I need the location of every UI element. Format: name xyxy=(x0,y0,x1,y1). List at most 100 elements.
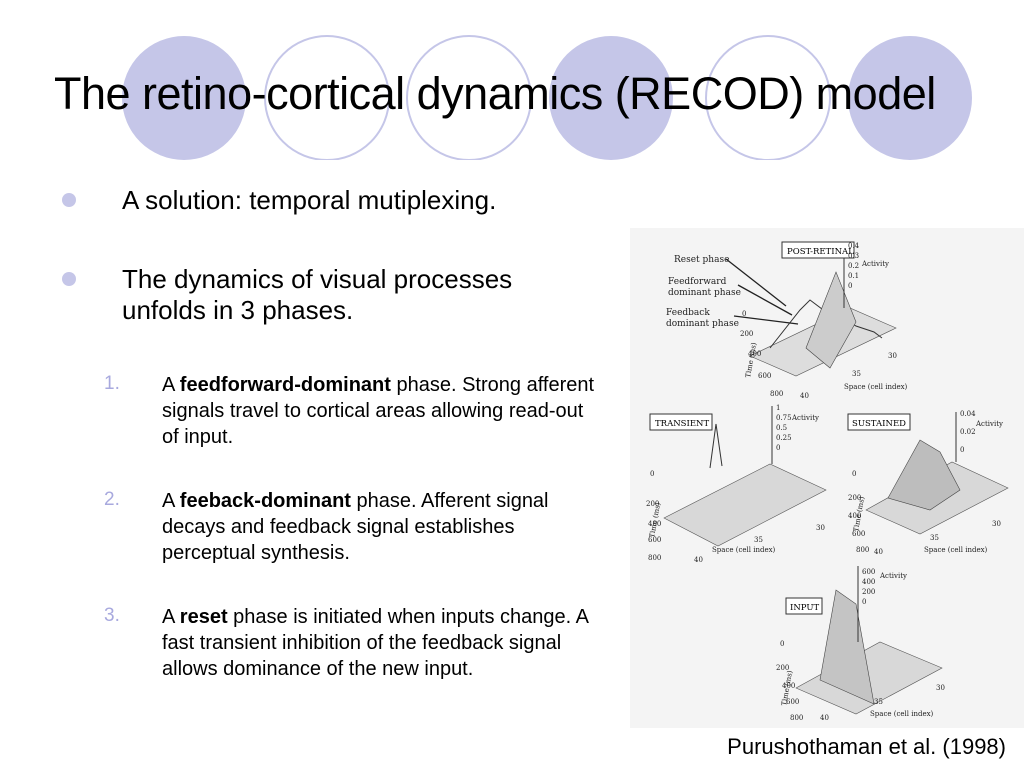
z-axis-label: Activity xyxy=(975,420,1003,428)
phase-number: 2. xyxy=(104,489,120,510)
annotation-text: dominant phase xyxy=(668,288,741,298)
annotation-arrow xyxy=(737,284,793,316)
recod-surface-figure: Reset phase Feedforward dominant phase F… xyxy=(630,228,1024,728)
phase-desc: phase. Strong afferent signals travel to… xyxy=(162,374,595,448)
t-tick: 400 xyxy=(648,520,661,528)
s-tick: 35 xyxy=(874,698,883,706)
panel-label: INPUT xyxy=(790,603,820,613)
z-tick: 600 xyxy=(862,568,875,576)
t-tick: 200 xyxy=(646,500,659,508)
annotation-text: Feedback xyxy=(666,308,710,318)
phase-item: A reset phase is initiated when inputs c… xyxy=(162,604,602,682)
phase-desc: phase is initiated when inputs change. A… xyxy=(162,606,588,680)
t-tick: 400 xyxy=(748,350,761,358)
z-tick: 0.1 xyxy=(848,272,859,280)
s-tick: 35 xyxy=(852,370,861,378)
annotation-text: dominant phase xyxy=(666,319,739,329)
t-tick: 800 xyxy=(648,554,661,562)
phase-desc: phase. Afferent signal decays and feedba… xyxy=(162,490,549,564)
t-tick: 800 xyxy=(790,714,803,722)
decorative-circles xyxy=(122,35,972,160)
s-tick: 40 xyxy=(874,548,883,556)
s-tick: 30 xyxy=(992,520,1001,528)
t-tick: 400 xyxy=(848,512,861,520)
t-tick: 800 xyxy=(770,390,783,398)
phase-term: feedforward-dominant xyxy=(179,374,391,396)
deco-circle xyxy=(406,35,532,160)
t-tick: 0 xyxy=(650,470,654,478)
s-tick: 30 xyxy=(816,524,825,532)
z-axis-label: Activity xyxy=(791,414,819,422)
s-axis-label: Space (cell index) xyxy=(870,710,934,718)
s-tick: 35 xyxy=(754,536,763,544)
bullet-dot xyxy=(62,272,76,286)
s-axis-label: Space (cell index) xyxy=(712,546,776,554)
bullet-text: A solution: temporal mutiplexing. xyxy=(122,185,497,215)
phase-item: A feeback-dominant phase. Afferent signa… xyxy=(162,488,602,566)
annotation-arrow xyxy=(733,315,799,325)
z-tick: 0.02 xyxy=(960,428,976,436)
phase-term: feeback-dominant xyxy=(179,490,351,512)
panel-transient: TRANSIENT 1 0.75 0.5 0.25 0 Activity 0 2… xyxy=(646,404,827,564)
z-tick: 0.75 xyxy=(776,414,792,422)
z-tick: 0.04 xyxy=(960,410,976,418)
phase-pre: A xyxy=(162,490,180,512)
bullet-text: The dynamics of visual processes unfolds… xyxy=(122,264,513,325)
s-tick: 40 xyxy=(820,714,829,722)
z-tick: 0 xyxy=(776,444,780,452)
s-axis-label: Space (cell index) xyxy=(924,546,988,554)
z-tick: 0 xyxy=(862,598,866,606)
annotation-arrow xyxy=(725,258,787,307)
t-tick: 600 xyxy=(786,698,799,706)
phase-pre: A xyxy=(162,374,180,396)
panel-label: TRANSIENT xyxy=(655,419,709,429)
phase-number: 1. xyxy=(104,373,120,394)
phase-number: 3. xyxy=(104,605,120,626)
bullet-dot xyxy=(62,193,76,207)
t-tick: 200 xyxy=(848,494,861,502)
deco-circle xyxy=(264,35,390,160)
panel-input: INPUT 600 400 200 0 Activity 0 200 400 6… xyxy=(776,566,945,722)
deco-circle xyxy=(122,36,246,160)
z-tick: 1 xyxy=(776,404,780,412)
panel-sustained: SUSTAINED 0.04 0.02 0 Activity 0 200 400… xyxy=(847,410,1009,556)
z-tick: 400 xyxy=(862,578,875,586)
slide-title: The retino-cortical dynamics (RECOD) mod… xyxy=(54,68,936,119)
phase-item: A feedforward-dominant phase. Strong aff… xyxy=(162,372,602,450)
z-axis-label: Activity xyxy=(879,572,907,580)
t-tick: 400 xyxy=(782,682,795,690)
phase-term: reset xyxy=(179,606,228,628)
z-tick: 0.4 xyxy=(848,242,860,250)
z-tick: 0.5 xyxy=(776,424,787,432)
t-tick: 0 xyxy=(742,310,746,318)
s-axis-label: Space (cell index) xyxy=(844,383,908,391)
s-tick: 35 xyxy=(930,534,939,542)
z-tick: 0.2 xyxy=(848,262,859,270)
t-tick: 800 xyxy=(856,546,869,554)
t-tick: 600 xyxy=(758,372,771,380)
deco-circle xyxy=(848,36,972,160)
s-tick: 30 xyxy=(936,684,945,692)
deco-circle xyxy=(705,35,831,160)
s-tick: 40 xyxy=(694,556,703,564)
t-tick: 200 xyxy=(776,664,789,672)
t-tick: 200 xyxy=(740,330,753,338)
z-tick: 0.3 xyxy=(848,252,859,260)
t-tick: 600 xyxy=(852,530,865,538)
panel-label: SUSTAINED xyxy=(852,419,906,429)
t-tick: 600 xyxy=(648,536,661,544)
phase-pre: A xyxy=(162,606,180,628)
deco-circle xyxy=(549,36,673,160)
t-tick: 0 xyxy=(780,640,784,648)
citation: Purushothaman et al. (1998) xyxy=(727,734,1006,759)
panel-post-retinal: POST-RETINAL 0.4 0.3 0.2 0.1 0 Activity … xyxy=(740,241,908,400)
z-tick: 0.25 xyxy=(776,434,792,442)
panel-label: POST-RETINAL xyxy=(787,247,854,257)
z-tick: 200 xyxy=(862,588,875,596)
s-tick: 40 xyxy=(800,392,809,400)
z-axis-label: Activity xyxy=(861,260,889,268)
z-tick: 0 xyxy=(960,446,964,454)
z-tick: 0 xyxy=(848,282,852,290)
t-tick: 0 xyxy=(852,470,856,478)
annotation-text: Feedforward xyxy=(668,277,727,287)
